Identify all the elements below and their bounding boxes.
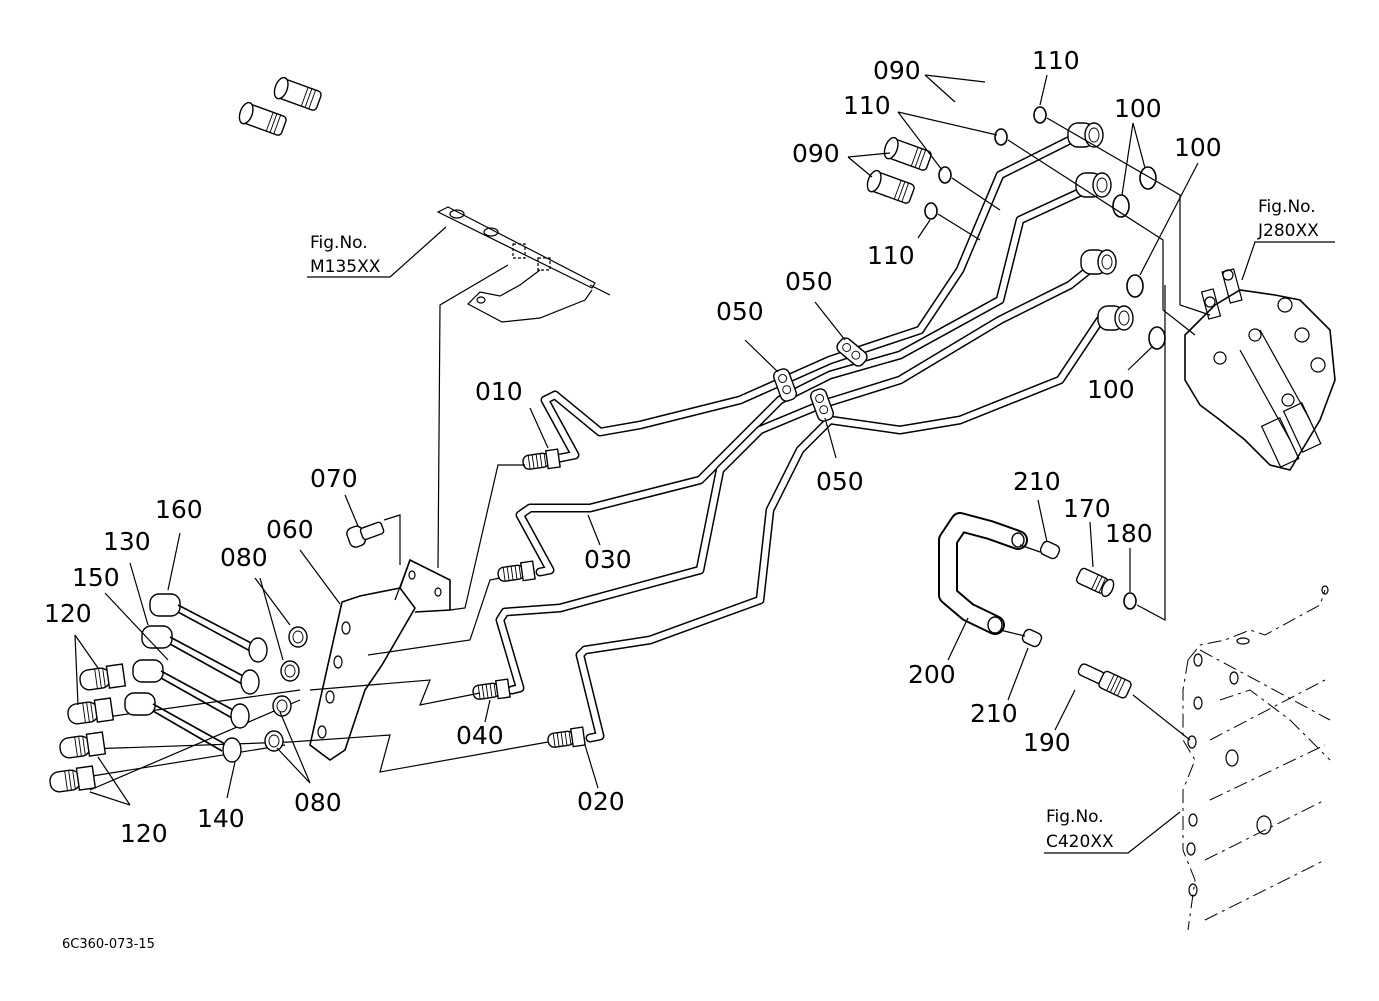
- callout-130[interactable]: 130: [103, 527, 151, 556]
- figure-ref-prefix: Fig.No.: [1258, 197, 1316, 217]
- figure-ref-prefix: Fig.No.: [1046, 807, 1104, 827]
- callout-labels: 010 020 030 040 050 050 050 060 070 080 …: [44, 46, 1222, 848]
- figure-ref-c420xx[interactable]: Fig.No. C420XX: [1044, 807, 1181, 854]
- callout-050-a[interactable]: 050: [716, 297, 764, 326]
- figure-ref-prefix: Fig.No.: [310, 233, 368, 253]
- callout-200[interactable]: 200: [908, 660, 956, 689]
- drawing-code: 6C360-073-15: [62, 937, 155, 952]
- callout-170[interactable]: 170: [1063, 494, 1111, 523]
- callout-150[interactable]: 150: [72, 563, 120, 592]
- callout-080-top[interactable]: 080: [220, 543, 268, 572]
- callout-120-top[interactable]: 120: [44, 599, 92, 628]
- leader-lines: [74, 74, 1199, 806]
- callout-060[interactable]: 060: [266, 515, 314, 544]
- mounting-bracket: [309, 558, 451, 761]
- figure-ref-j280xx[interactable]: Fig.No. J280XX: [1241, 197, 1335, 281]
- assembly-axes-left: [59, 464, 549, 791]
- figure-ref-code: C420XX: [1046, 832, 1114, 852]
- callout-080-bottom[interactable]: 080: [294, 788, 342, 817]
- callout-190[interactable]: 190: [1023, 728, 1071, 757]
- figure-ref-code: J280XX: [1257, 221, 1319, 241]
- callout-090-mid[interactable]: 090: [792, 139, 840, 168]
- callout-110-c[interactable]: 110: [867, 241, 915, 270]
- callout-070[interactable]: 070: [310, 464, 358, 493]
- callout-100-b[interactable]: 100: [1174, 133, 1222, 162]
- coupler-handles: [124, 593, 268, 763]
- control-valve-j280xx: [1184, 268, 1336, 471]
- quick-couplers: [49, 663, 127, 793]
- callout-010[interactable]: 010: [475, 377, 523, 406]
- figure-ref-code: M135XX: [310, 257, 381, 277]
- transmission-case-c420xx: [1182, 585, 1331, 931]
- bracket-m135xx: [436, 206, 611, 323]
- callout-210-bottom[interactable]: 210: [970, 699, 1018, 728]
- callout-180[interactable]: 180: [1105, 519, 1153, 548]
- pipe-threaded-ends: [472, 448, 586, 748]
- callout-210-top[interactable]: 210: [1013, 467, 1061, 496]
- callout-120-bottom[interactable]: 120: [120, 819, 168, 848]
- callout-040[interactable]: 040: [456, 721, 504, 750]
- callout-050-b[interactable]: 050: [785, 267, 833, 296]
- callout-110-b[interactable]: 110: [843, 91, 891, 120]
- callout-140[interactable]: 140: [197, 804, 245, 833]
- callout-160[interactable]: 160: [155, 495, 203, 524]
- assembly-axes: [937, 117, 1211, 622]
- callout-110-a[interactable]: 110: [1032, 46, 1080, 75]
- bolt-070: [346, 521, 385, 548]
- banjo-bolts-2: [866, 136, 932, 204]
- banjo-fittings: [1067, 122, 1134, 331]
- pipe-clamps: [773, 337, 868, 422]
- callout-100-a[interactable]: 100: [1114, 94, 1162, 123]
- callout-030[interactable]: 030: [584, 545, 632, 574]
- hose-assembly: [938, 512, 1191, 741]
- hydraulic-pipes: [495, 130, 1105, 743]
- callout-020[interactable]: 020: [577, 787, 625, 816]
- callout-050-c[interactable]: 050: [816, 467, 864, 496]
- callout-100-c[interactable]: 100: [1087, 375, 1135, 404]
- figure-ref-m135xx[interactable]: Fig.No. M135XX: [307, 226, 447, 278]
- banjo-bolts: [238, 76, 322, 136]
- seal-nuts-080: [264, 626, 308, 752]
- callout-090-top[interactable]: 090: [873, 56, 921, 85]
